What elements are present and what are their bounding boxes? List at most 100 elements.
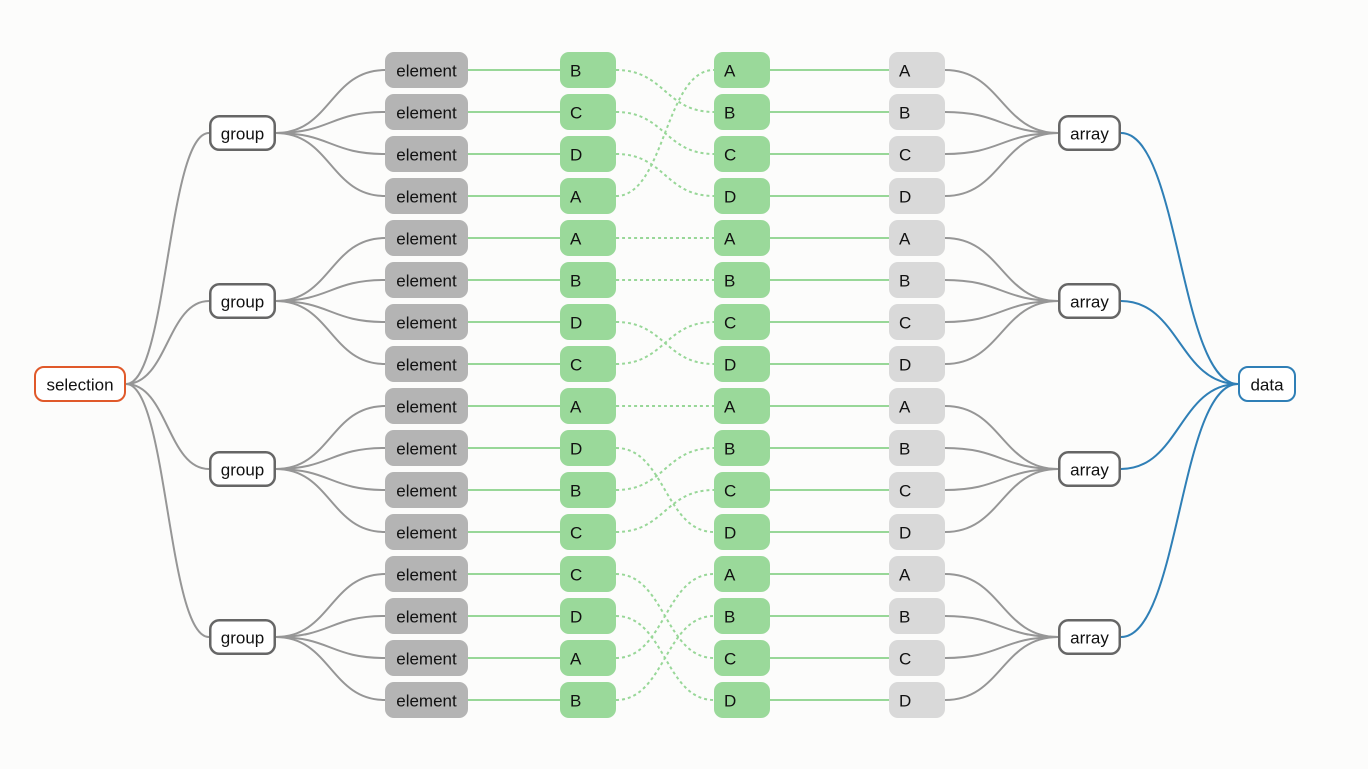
datum-node: A (889, 52, 945, 88)
datum-node-box (889, 94, 945, 130)
data-key-node-box (714, 556, 770, 592)
array-data-link (1120, 383, 1239, 470)
key-join-link (615, 69, 715, 197)
value-array-link (944, 300, 1059, 365)
element-key-node: C (560, 556, 616, 592)
array-label: array (1070, 293, 1109, 312)
value-array-link (944, 468, 1059, 533)
key-join-link (615, 447, 715, 533)
array-node: array (1058, 619, 1121, 655)
element-key-label: C (570, 566, 582, 585)
data-key-node: B (714, 598, 770, 634)
data-key-label: B (724, 440, 735, 459)
group-node-box (209, 451, 276, 487)
element-key-label: A (570, 398, 582, 417)
data-key-node-box (714, 220, 770, 256)
data-key-node: C (714, 640, 770, 676)
element-key-node-box (560, 388, 616, 424)
datum-node-box (889, 220, 945, 256)
element-key-node-box (560, 262, 616, 298)
datum-node: B (889, 94, 945, 130)
data-key-label: A (724, 566, 736, 585)
datum-label: C (899, 482, 911, 501)
element-key-node-box (560, 220, 616, 256)
group-label: group (221, 293, 264, 312)
datum-node-box (889, 346, 945, 382)
element-key-node: D (560, 304, 616, 340)
element-key-node: A (560, 388, 616, 424)
datum-label: C (899, 314, 911, 333)
datum-node-box (889, 262, 945, 298)
datum-node-box (889, 430, 945, 466)
element-label: element (396, 398, 457, 417)
element-node: element (385, 220, 468, 256)
data-key-label: D (724, 692, 736, 711)
group-element-link (275, 111, 386, 134)
array-node: array (1058, 451, 1121, 487)
data-key-node: D (714, 178, 770, 214)
data-key-node-box (714, 262, 770, 298)
datum-node-box (889, 52, 945, 88)
element-key-node: B (560, 52, 616, 88)
datum-node-box (889, 640, 945, 676)
array-label: array (1070, 461, 1109, 480)
data-label: data (1250, 376, 1284, 395)
value-array-link (944, 111, 1059, 134)
selection-node: selection (34, 366, 126, 402)
element-key-node: A (560, 220, 616, 256)
element-node-box (385, 514, 468, 550)
group-node-box (209, 283, 276, 319)
group-element-link (275, 300, 386, 323)
element-key-node-box (560, 682, 616, 718)
element-node-box (385, 346, 468, 382)
selection-group-link (125, 132, 210, 385)
datum-node: C (889, 136, 945, 172)
data-key-node-box (714, 430, 770, 466)
value-array-link (944, 69, 1059, 134)
data-key-node-box (714, 682, 770, 718)
data-key-node: A (714, 52, 770, 88)
element-node: element (385, 430, 468, 466)
element-node: element (385, 304, 468, 340)
data-key-node-box (714, 640, 770, 676)
element-key-label: C (570, 104, 582, 123)
element-node: element (385, 178, 468, 214)
datum-node: A (889, 388, 945, 424)
datum-node: A (889, 220, 945, 256)
element-label: element (396, 608, 457, 627)
data-key-node-box (714, 178, 770, 214)
element-node-box (385, 178, 468, 214)
data-key-node: D (714, 514, 770, 550)
element-key-node-box (560, 304, 616, 340)
element-label: element (396, 230, 457, 249)
element-key-node-box (560, 52, 616, 88)
element-label: element (396, 566, 457, 585)
data-key-label: A (724, 62, 736, 81)
value-array-link (944, 468, 1059, 491)
group-node: group (209, 115, 276, 151)
element-key-node-box (560, 136, 616, 172)
datum-label: D (899, 188, 911, 207)
element-key-node: D (560, 430, 616, 466)
group-element-link (275, 615, 386, 638)
array-node-box (1058, 115, 1121, 151)
data-key-node-box (714, 304, 770, 340)
element-key-label: D (570, 440, 582, 459)
datum-node-box (889, 178, 945, 214)
datum-label: D (899, 524, 911, 543)
element-label: element (396, 650, 457, 669)
value-array-link (944, 615, 1059, 638)
array-node: array (1058, 283, 1121, 319)
data-key-label: D (724, 524, 736, 543)
group-label: group (221, 461, 264, 480)
value-array-link (944, 405, 1059, 470)
data-key-label: C (724, 482, 736, 501)
data-key-node-box (714, 346, 770, 382)
datum-node: D (889, 682, 945, 718)
element-node: element (385, 52, 468, 88)
element-node-box (385, 220, 468, 256)
datum-node: C (889, 304, 945, 340)
group-node: group (209, 283, 276, 319)
datum-node: B (889, 430, 945, 466)
